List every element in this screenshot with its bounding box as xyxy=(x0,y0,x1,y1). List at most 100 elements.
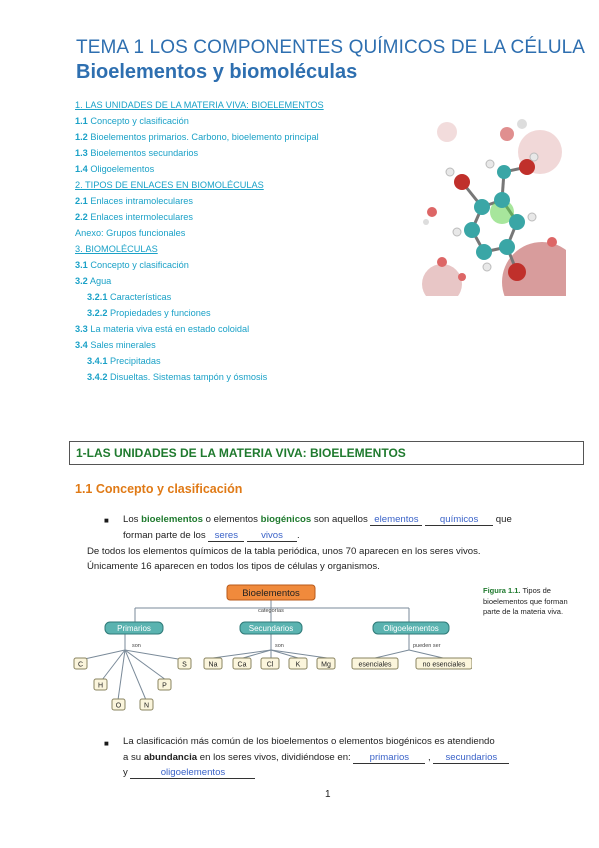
toc-entry-text: Sales minerales xyxy=(87,340,156,350)
toc-entry-number: 3.4.2 xyxy=(87,372,108,382)
diagram-leaf-box xyxy=(111,698,126,711)
diagram-link-label: pueden ser xyxy=(413,643,441,649)
diagram-primarios-label: Primarios xyxy=(117,624,151,633)
term-biogenicos: biogénicos xyxy=(260,514,312,525)
section-title-box xyxy=(69,441,584,465)
diagram-leaf-box xyxy=(157,678,172,691)
fill-blank: secundarios xyxy=(433,752,510,764)
text-span: o elementos xyxy=(202,514,261,525)
toc-entry[interactable]: 3. BIOMOLÉCULAS xyxy=(75,244,158,254)
paragraph-4-line-3: y oligoelementos xyxy=(123,767,256,779)
diagram-leaf-label: N xyxy=(144,703,149,710)
toc-entry[interactable]: 2.1 Enlaces intramoleculares xyxy=(75,196,193,206)
toc-entry-number: 3.4.1 xyxy=(87,356,108,366)
toc-entry[interactable]: 1. LAS UNIDADES DE LA MATERIA VIVA: BIOE… xyxy=(75,100,324,110)
text-span: son aquellos xyxy=(311,514,371,525)
text-span: en los seres vivos, dividiéndose en: xyxy=(197,752,354,763)
toc-entry[interactable]: 1.2 Bioelementos primarios. Carbono, bio… xyxy=(75,132,319,142)
toc-entry-number: 2.2 xyxy=(75,212,88,222)
diagram-link-label: son xyxy=(132,643,141,649)
diagram-leaf-box xyxy=(232,657,252,670)
toc-entry-text: Concepto y clasificación xyxy=(87,116,189,126)
text-span: . xyxy=(297,530,300,541)
diagram-leaf-box xyxy=(260,657,280,670)
paragraph-4-line-2: a su abundancia en los seres vivos, divi… xyxy=(123,752,510,764)
paragraph-1-line-2: forman parte de los seres vivos. xyxy=(123,530,300,542)
toc-entry-number: 3.2.2 xyxy=(87,308,108,318)
toc-entry-number: 1.4 xyxy=(75,164,88,174)
bullet-marker: ■ xyxy=(104,516,109,525)
paragraph-4-line-1: La clasificación más común de los bioele… xyxy=(123,736,495,747)
paragraph-2: De todos los elementos químicos de la ta… xyxy=(87,546,481,557)
toc-entry-text: La materia viva está en estado coloidal xyxy=(87,324,250,334)
diagram-leaf-label: Na xyxy=(209,662,218,669)
diagram-leaf-box xyxy=(288,657,308,670)
toc-entry-number: 2.1 xyxy=(75,196,88,206)
toc-entry-number: 3.2 xyxy=(75,276,88,286)
diagram-node xyxy=(226,584,316,601)
paragraph-3: Únicamente 16 aparecen en todos los tipo… xyxy=(87,561,380,572)
diagram-node xyxy=(239,621,303,635)
toc-entry-text: Concepto y clasificación xyxy=(87,260,189,270)
fill-blank: oligoelementos xyxy=(130,767,256,779)
toc-entry[interactable]: 3.1 Concepto y clasificación xyxy=(75,260,189,270)
diagram-leaf-label: Mg xyxy=(321,662,331,669)
diagram-link-label: son xyxy=(275,643,284,649)
toc-entry[interactable]: 3.4.2 Disueltas. Sistemas tampón y ósmos… xyxy=(87,372,267,382)
toc-entry[interactable]: 3.3 La materia viva está en estado coloi… xyxy=(75,324,249,334)
toc-entry-number: 3.2.1 xyxy=(87,292,108,302)
diagram-leaf-box xyxy=(351,657,399,670)
subsection-title: 1.1 Concepto y clasificación xyxy=(75,482,243,496)
toc-entry-text: Bioelementos secundarios xyxy=(87,148,199,158)
toc-entry[interactable]: 3.4.1 Precipitadas xyxy=(87,356,161,366)
diagram-leaf-label: Ca xyxy=(238,662,247,669)
diagram-leaf-label: P xyxy=(162,683,167,690)
toc-entry-number: 3.3 xyxy=(75,324,88,334)
fill-blank: vivos xyxy=(247,530,297,542)
toc-entry-number: 1.1 xyxy=(75,116,88,126)
text-span: que xyxy=(493,514,512,525)
toc-entry-text: Agua xyxy=(87,276,112,286)
diagram-root-label: Bioelementos xyxy=(242,588,300,599)
figure-caption: Figura 1.1. Tipos de bioelementos que fo… xyxy=(483,586,573,618)
diagram-leaf-box xyxy=(73,657,88,670)
page-number: 1 xyxy=(325,789,331,800)
term-abundancia: abundancia xyxy=(143,752,198,763)
diagram-leaf-label: H xyxy=(98,683,103,690)
text-span: , xyxy=(425,752,434,763)
toc-entry[interactable]: 2. TIPOS DE ENLACES EN BIOMOLÉCULAS xyxy=(75,180,264,190)
bullet-marker: ■ xyxy=(104,739,109,748)
toc-entry[interactable]: 3.2.2 Propiedades y funciones xyxy=(87,308,211,318)
diagram-leaf-box xyxy=(316,657,336,670)
toc-entry-text: Oligoelementos xyxy=(87,164,155,174)
fill-blank: seres xyxy=(208,530,245,542)
toc-entry[interactable]: 2.2 Enlaces intermoleculares xyxy=(75,212,193,222)
toc-entry-text: Características xyxy=(107,292,172,302)
toc-entry[interactable]: 3.4 Sales minerales xyxy=(75,340,156,350)
toc-entry[interactable]: 1.1 Concepto y clasificación xyxy=(75,116,189,126)
toc-entry[interactable]: 3.2.1 Características xyxy=(87,292,171,302)
diagram-leaf-label: O xyxy=(116,703,122,710)
toc-entry[interactable]: 1.4 Oligoelementos xyxy=(75,164,154,174)
diagram-link-label: categorías xyxy=(258,608,284,614)
toc-entry[interactable]: 3.2 Agua xyxy=(75,276,111,286)
diagram-leaf-box xyxy=(415,657,472,670)
toc-entry-text: Enlaces intermoleculares xyxy=(87,212,193,222)
fill-blank: químicos xyxy=(425,514,494,526)
fill-blank: primarios xyxy=(353,752,426,764)
toc-entry-text: Enlaces intramoleculares xyxy=(87,196,193,206)
diagram-node xyxy=(104,621,164,635)
toc-entry-text: 2. TIPOS DE ENLACES EN BIOMOLÉCULAS xyxy=(75,180,264,190)
diagram-leaf-box xyxy=(203,657,223,670)
text-span: Los xyxy=(123,514,142,525)
diagram-oligo-label: Oligoelementos xyxy=(383,624,439,633)
diagram-leaf-box xyxy=(93,678,108,691)
toc-entry-text: 3. BIOMOLÉCULAS xyxy=(75,244,158,254)
figure-label: Figura 1.1. xyxy=(483,586,521,595)
toc-entry-number: 1.2 xyxy=(75,132,88,142)
toc-entry[interactable]: Anexo: Grupos funcionales xyxy=(75,228,185,238)
toc-entry-number: 3.1 xyxy=(75,260,88,270)
toc-entry[interactable]: 1.3 Bioelementos secundarios xyxy=(75,148,198,158)
toc-entry-text: 1. LAS UNIDADES DE LA MATERIA VIVA: BIOE… xyxy=(75,100,324,110)
